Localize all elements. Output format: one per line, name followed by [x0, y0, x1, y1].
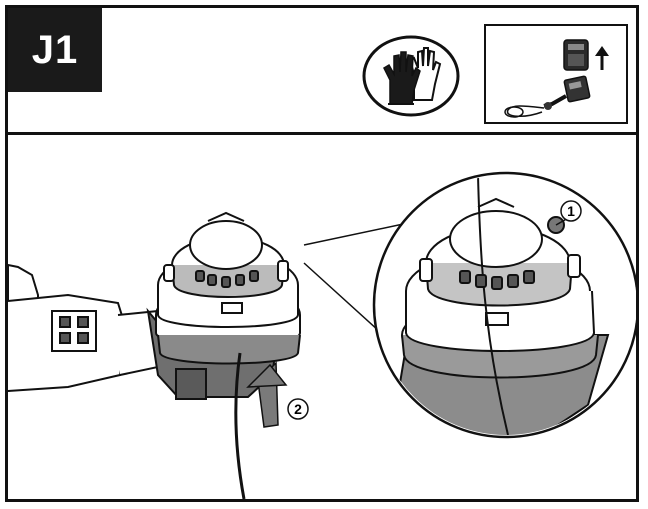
gloves-icon — [360, 34, 462, 118]
step-label: J1 — [8, 8, 102, 92]
spool-ridges — [195, 270, 259, 288]
callout-2-number: 2 — [294, 401, 302, 417]
magnifier-connector — [303, 222, 409, 246]
magnified-spool-icon — [372, 171, 636, 439]
tool-body-icon — [504, 75, 591, 118]
up-arrow-icon — [246, 361, 288, 428]
step-header: J1 — [8, 8, 636, 135]
battery-pack-icon — [563, 39, 589, 71]
step-frame: J1 — [5, 5, 639, 502]
trimmer-line — [234, 352, 246, 499]
trimmer-head-body — [146, 211, 301, 400]
battery-removal-icon — [484, 24, 628, 124]
up-arrow-icon — [595, 46, 609, 70]
trimmer-head-illustration: 1 2 — [8, 135, 636, 499]
trimmer-shaft — [8, 263, 159, 393]
callout-1: 1 — [555, 200, 582, 226]
callout-2: 2 — [287, 398, 309, 420]
callout-1-number: 1 — [567, 203, 575, 219]
